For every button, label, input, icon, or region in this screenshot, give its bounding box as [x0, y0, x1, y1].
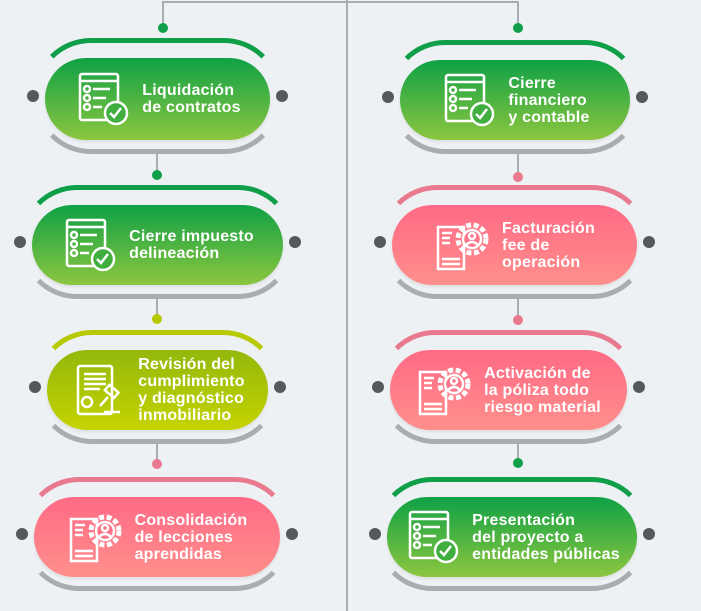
top-left-drop-line [162, 1, 164, 28]
step-card[interactable]: Liquidación de contratos [45, 58, 270, 140]
side-dot-right [633, 381, 645, 393]
gear-user-document-icon [67, 507, 127, 567]
step-title: Consolidación de lecciones aprendidas [134, 511, 248, 563]
card-ring [380, 185, 649, 299]
connector-dot [152, 314, 162, 324]
side-dot-right [643, 236, 655, 248]
connector-line [156, 444, 158, 464]
connector-dot [513, 315, 523, 325]
side-dot-left [14, 236, 26, 248]
connector-dot [152, 170, 162, 180]
card-ring [33, 38, 282, 154]
gear-user-document-icon [434, 215, 494, 275]
connector-line [156, 299, 158, 319]
card-ring [378, 330, 639, 444]
connector-dot [513, 172, 523, 182]
card-ring [375, 477, 649, 591]
step-card[interactable]: Cierre impuesto delineación [32, 205, 283, 285]
card-ring [388, 40, 642, 154]
side-dot-right [289, 236, 301, 248]
connector-dot [513, 458, 523, 468]
step-title: Activación de la póliza todo riesgo mate… [484, 364, 601, 416]
step-title: Facturación fee de operación [502, 219, 595, 271]
connector-line [156, 154, 158, 175]
side-dot-right [636, 91, 648, 103]
step-title: Presentación del proyecto a entidades pú… [472, 511, 620, 563]
side-dot-left [369, 528, 381, 540]
connector-line [517, 154, 519, 177]
step-title: Cierre impuesto delineación [129, 228, 254, 262]
top-right-drop-line [517, 1, 519, 28]
connector-line [517, 444, 519, 463]
side-dot-left [27, 90, 39, 102]
step-card[interactable]: Revisión del cumplimiento y diagnóstico … [47, 350, 268, 430]
top-connector-line [163, 1, 519, 3]
card-ring [22, 477, 292, 591]
checklist-icon [74, 69, 134, 129]
side-dot-left [29, 381, 41, 393]
step-title: Liquidación de contratos [142, 82, 241, 116]
connector-line [517, 299, 519, 320]
step-title: Cierre financiero y contable [508, 74, 590, 126]
side-dot-left [382, 91, 394, 103]
card-ring [35, 330, 280, 444]
connector-dot [152, 459, 162, 469]
step-card[interactable]: Cierre financiero y contable [400, 60, 630, 140]
side-dot-left [374, 236, 386, 248]
card-ring [20, 185, 295, 299]
step-card[interactable]: Activación de la póliza todo riesgo mate… [390, 350, 627, 430]
side-dot-right [274, 381, 286, 393]
step-card[interactable]: Facturación fee de operación [392, 205, 637, 285]
step-title: Revisión del cumplimiento y diagnóstico … [138, 356, 245, 424]
step-card[interactable]: Consolidación de lecciones aprendidas [34, 497, 280, 577]
checklist-icon [404, 507, 464, 567]
connector-dot [513, 23, 523, 33]
gear-user-document-icon [416, 360, 476, 420]
checklist-icon [440, 70, 500, 130]
step-card[interactable]: Presentación del proyecto a entidades pú… [387, 497, 637, 577]
side-dot-right [286, 528, 298, 540]
connector-dot [158, 23, 168, 33]
legal-document-gavel-icon [70, 360, 130, 420]
side-dot-right [643, 528, 655, 540]
side-dot-right [276, 90, 288, 102]
center-divider-line [346, 0, 348, 611]
side-dot-left [16, 528, 28, 540]
side-dot-left [372, 381, 384, 393]
checklist-icon [61, 215, 121, 275]
